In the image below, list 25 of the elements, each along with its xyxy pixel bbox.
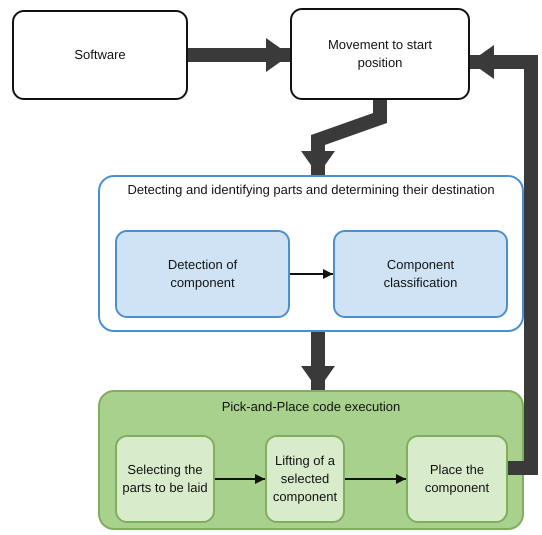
group-heading: Pick-and-Place code execution bbox=[222, 398, 400, 416]
block-arrow bbox=[470, 45, 538, 475]
box-label: Selecting the parts to be laid bbox=[121, 460, 209, 497]
arrow bbox=[215, 474, 265, 484]
group-panel bbox=[98, 390, 524, 530]
box-label: Software bbox=[74, 46, 126, 64]
process-box bbox=[12, 10, 188, 100]
group-heading: Detecting and identifying parts and determining their destination bbox=[127, 181, 495, 199]
process-box bbox=[265, 435, 345, 523]
arrow bbox=[345, 474, 406, 484]
process-box bbox=[333, 230, 508, 318]
block-arrow bbox=[301, 332, 335, 390]
box-label: Place the component bbox=[424, 460, 490, 497]
block-arrow bbox=[188, 38, 290, 72]
box-label: Lifting of a selected component bbox=[272, 452, 338, 506]
process-box bbox=[115, 230, 290, 318]
box-label: Detection of component bbox=[166, 256, 238, 292]
process-box bbox=[406, 435, 508, 523]
box-label: Movement to start position bbox=[326, 36, 434, 72]
arrow bbox=[290, 269, 333, 279]
process-box bbox=[115, 435, 215, 523]
group-panel bbox=[98, 175, 524, 332]
block-arrow bbox=[301, 100, 387, 175]
process-box bbox=[290, 8, 470, 100]
box-label: Component classification bbox=[382, 256, 458, 292]
